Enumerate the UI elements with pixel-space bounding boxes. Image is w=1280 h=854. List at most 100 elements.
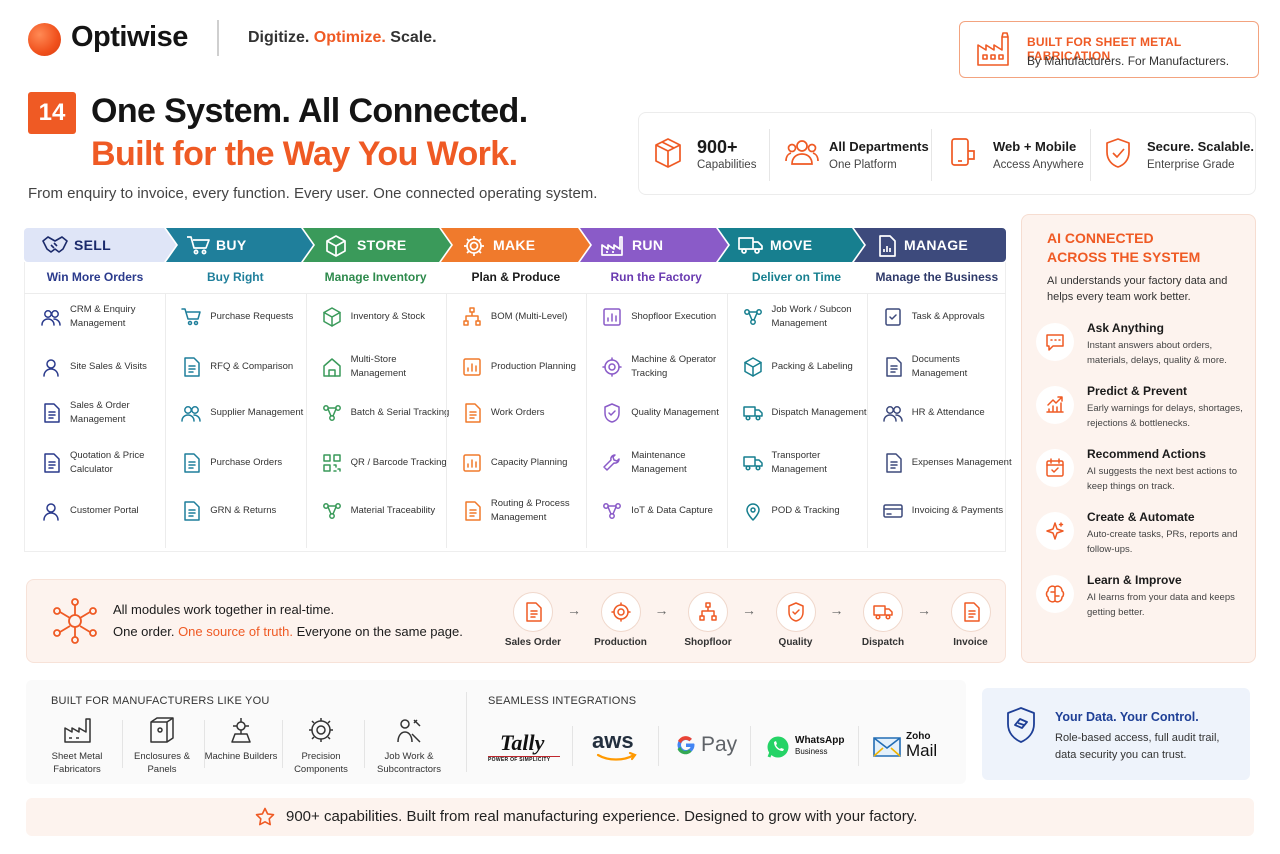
module-item-label: CRM & Enquiry Management xyxy=(70,304,136,329)
cube-icon xyxy=(743,357,763,377)
module-item[interactable]: Routing & Process Management xyxy=(462,496,590,526)
module-item[interactable]: Inventory & Stock xyxy=(322,302,450,332)
hierarchy-icon xyxy=(462,307,482,327)
zoho-mail-wordmark: Mail xyxy=(906,741,938,760)
module-item[interactable]: Transporter Management xyxy=(742,448,871,478)
module-subtitle: Win More Orders xyxy=(46,270,144,284)
stat-title: Web + Mobile xyxy=(993,139,1077,154)
module-item[interactable]: Task & Approvals xyxy=(883,302,1011,332)
module-item[interactable]: Shopfloor Execution xyxy=(602,302,730,332)
module-item[interactable]: Packing & Labeling xyxy=(743,352,871,382)
module-item[interactable]: BOM (Multi-Level) xyxy=(462,302,590,332)
invoice-icon xyxy=(950,592,991,632)
module-item[interactable]: Capacity Planning xyxy=(462,448,590,478)
handshake-icon xyxy=(42,235,68,255)
module-item[interactable]: Documents Management xyxy=(883,352,1011,382)
module-item[interactable]: QR / Barcode Tracking xyxy=(322,448,450,478)
tab-buy[interactable]: BUY xyxy=(166,228,313,262)
stat-subtitle: Capabilities xyxy=(697,159,757,171)
tab-label: MANAGE xyxy=(904,237,969,253)
ai-panel: AI CONNECTED ACROSS THE SYSTEM AI unders… xyxy=(1021,214,1256,663)
module-item[interactable]: Quotation & Price Calculator xyxy=(41,448,169,478)
module-item-label: Supplier Management xyxy=(210,407,304,418)
ai-title-line2: ACROSS THE SYSTEM xyxy=(1047,249,1201,265)
module-subtitle: Manage Inventory xyxy=(324,270,427,284)
tab-store[interactable]: STORE xyxy=(303,228,451,262)
module-item[interactable]: Purchase Orders xyxy=(181,448,309,478)
industry-divider xyxy=(204,720,205,768)
integration-divider xyxy=(750,726,751,766)
module-item-label: Site Sales & Visits xyxy=(70,361,147,372)
module-item-label: Work Orders xyxy=(490,407,545,418)
ai-capability-title: Predict & Prevent xyxy=(1087,384,1188,398)
factory-icon xyxy=(63,716,93,744)
stat-security: Secure. Scalable. Enterprise Grade xyxy=(1089,113,1257,196)
tab-move[interactable]: MOVE xyxy=(718,228,864,262)
module-item[interactable]: Customer Portal xyxy=(41,496,169,526)
ai-title-line1: AI CONNECTED xyxy=(1047,230,1154,246)
flow-headline: All modules work together in real-time. xyxy=(113,602,335,617)
tab-manage[interactable]: MANAGE xyxy=(854,228,1006,262)
module-column-divider xyxy=(586,294,588,548)
module-item[interactable]: IoT & Data Capture xyxy=(602,496,730,526)
flow-step: Quality xyxy=(750,592,840,656)
aws-logo: aws xyxy=(592,726,642,766)
realtime-flow-strip: All modules work together in real-time. … xyxy=(26,579,1006,663)
module-item[interactable]: Sales & Order Management xyxy=(41,398,169,428)
module-item[interactable]: Dispatch Management xyxy=(742,398,871,428)
stat-divider xyxy=(1090,129,1091,181)
module-item-label: HR & Attendance xyxy=(911,407,985,418)
flow-subline-b: One source of truth. xyxy=(178,624,293,639)
tab-run[interactable]: RUN xyxy=(580,228,728,262)
qr-code-icon xyxy=(322,453,342,473)
module-item[interactable]: Quality Management xyxy=(602,398,730,428)
module-item[interactable]: HR & Attendance xyxy=(883,398,1011,428)
module-subtitle: Manage the Business xyxy=(875,270,999,284)
module-item[interactable]: RFQ & Comparison xyxy=(181,352,309,382)
module-item[interactable]: Batch & Serial Tracking xyxy=(322,398,450,428)
module-item[interactable]: Supplier Management xyxy=(181,398,309,428)
module-header-divider xyxy=(24,293,1006,294)
module-item-label: BOM (Multi-Level) xyxy=(490,311,568,322)
module-item[interactable]: Site Sales & Visits xyxy=(41,352,169,382)
flow-step-label: Sales Order xyxy=(504,637,562,648)
module-item[interactable]: Production Planning xyxy=(462,352,590,382)
module-item[interactable]: Maintenance Management xyxy=(602,448,730,478)
module-item[interactable]: Job Work / Subcon Management xyxy=(743,302,871,332)
tab-label: MAKE xyxy=(493,237,536,253)
stat-subtitle: One Platform xyxy=(829,159,897,171)
module-item[interactable]: POD & Tracking xyxy=(743,496,871,526)
tab-make[interactable]: MAKE xyxy=(441,228,590,262)
module-item[interactable]: Machine & Operator Tracking xyxy=(602,352,730,382)
shield-check-icon xyxy=(1103,137,1133,169)
stat-platforms: Web + Mobile Access Anywhere xyxy=(935,113,1090,196)
module-item[interactable]: CRM & Enquiry Management xyxy=(41,302,169,332)
flow-subline-a: One order. xyxy=(113,624,175,639)
flow-step-label: Production xyxy=(594,637,647,648)
users-icon xyxy=(785,137,819,167)
tab-label: STORE xyxy=(357,237,407,253)
module-item[interactable]: Work Orders xyxy=(462,398,590,428)
document-icon xyxy=(462,403,482,423)
module-item[interactable]: Material Traceability xyxy=(322,496,450,526)
module-subtitle: Run the Factory xyxy=(610,270,702,284)
module-item[interactable]: Expenses Management xyxy=(883,448,1012,478)
module-item[interactable]: Multi-Store Management xyxy=(322,352,450,382)
module-item[interactable]: GRN & Returns xyxy=(181,496,309,526)
stat-capabilities: 900+ Capabilities xyxy=(639,113,769,196)
module-item[interactable]: Purchase Requests xyxy=(181,302,309,332)
industry-label: Job Work & Subcontractors xyxy=(377,751,441,775)
industry-machine-builders: Machine Builders xyxy=(200,716,282,776)
module-item[interactable]: Invoicing & Payments xyxy=(883,496,1011,526)
truck-icon xyxy=(742,403,763,423)
industry-job-work: Job Work & Subcontractors xyxy=(368,716,450,776)
module-item-label: QR / Barcode Tracking xyxy=(350,457,447,468)
tab-sell[interactable]: SELL xyxy=(24,228,176,262)
chart-icon xyxy=(462,357,482,377)
hero-title: One System. All Connected. xyxy=(91,92,528,130)
person-icon xyxy=(41,357,61,377)
